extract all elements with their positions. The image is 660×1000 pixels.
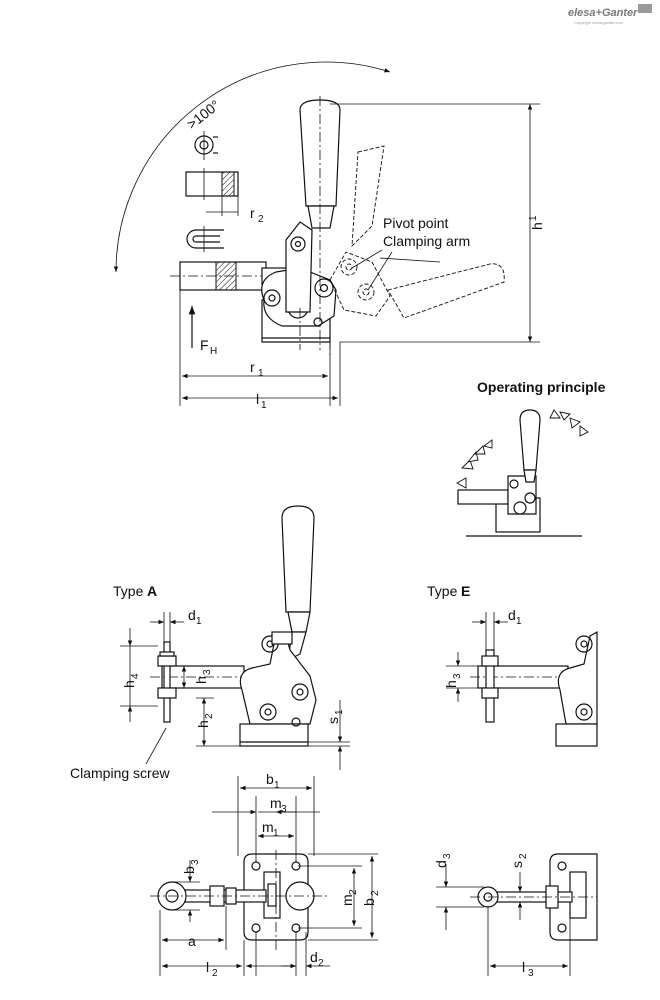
h1-sub: 1 bbox=[528, 215, 539, 221]
type-e-prefix: Type bbox=[427, 583, 458, 599]
type-e-body bbox=[557, 630, 598, 725]
pivot-leader bbox=[351, 249, 383, 269]
swing-angle-arc bbox=[113, 61, 391, 273]
l3-label: l bbox=[522, 959, 525, 975]
s2-label: s bbox=[509, 861, 525, 868]
r1-sub: 1 bbox=[258, 368, 264, 379]
b3-label: b bbox=[181, 866, 197, 874]
clamping-screw-label: Clamping screw bbox=[70, 765, 170, 781]
clamping-screw-leader bbox=[145, 727, 167, 765]
open-position-ghost bbox=[329, 145, 505, 319]
logo-badge bbox=[638, 4, 652, 13]
arm-motion-arrow bbox=[456, 477, 467, 489]
lever-arm bbox=[285, 221, 313, 313]
r2-sub: 2 bbox=[258, 214, 264, 225]
type-e-spindle bbox=[485, 649, 495, 723]
type-a-s1-label: s bbox=[325, 717, 341, 724]
top-side-view: >100° r 2 bbox=[113, 61, 545, 411]
l1-sub: 1 bbox=[261, 400, 267, 411]
bottom-plan-view: b 1 m 3 m 1 b 3 m 2 b 2 a bbox=[150, 771, 381, 979]
d3-label: d bbox=[433, 860, 449, 868]
type-a-letter: A bbox=[147, 583, 157, 599]
body-pivot bbox=[263, 289, 281, 307]
arm-leader bbox=[367, 251, 393, 291]
r1-label: r bbox=[250, 359, 255, 375]
type-e-h3-label: h bbox=[443, 680, 459, 688]
bottom-plan-view-e: d 3 s 2 l 3 bbox=[433, 853, 598, 979]
fh-label: F bbox=[200, 337, 209, 353]
brand-logo: elesa+Ganter Copyright elesa-ganter.com bbox=[568, 4, 652, 25]
type-a-body bbox=[239, 635, 317, 725]
type-a-s1-sub: 1 bbox=[334, 709, 345, 715]
type-e-h3-sub: 3 bbox=[452, 673, 463, 679]
s2-sub: 2 bbox=[518, 853, 529, 859]
m2-sub: 2 bbox=[348, 889, 359, 895]
d2-label: d bbox=[310, 949, 318, 965]
operating-title: Operating principle bbox=[477, 379, 606, 395]
type-a-view: Type A d 1 h 4 bbox=[70, 505, 350, 781]
h1-label: h bbox=[529, 222, 545, 230]
type-e-d1-label: d bbox=[508, 607, 516, 623]
m3-sub: 3 bbox=[281, 804, 287, 815]
op-arm bbox=[457, 489, 509, 505]
l2-sub: 2 bbox=[212, 968, 218, 979]
type-a-prefix: Type bbox=[113, 583, 144, 599]
m2-label: m bbox=[339, 894, 355, 906]
type-a-base bbox=[239, 723, 309, 747]
d2-sub: 2 bbox=[318, 958, 324, 969]
handle-motion-arrow bbox=[549, 409, 561, 419]
b2-label: b bbox=[361, 898, 377, 906]
l2-label: l bbox=[206, 959, 209, 975]
type-e-d1-sub: 1 bbox=[516, 616, 522, 627]
op-handle bbox=[519, 409, 541, 471]
type-e-letter: E bbox=[461, 583, 470, 599]
type-a-h3-label: h bbox=[193, 676, 209, 684]
operating-principle: Operating principle bbox=[456, 379, 606, 537]
type-a-h4-sub: 4 bbox=[130, 673, 141, 679]
slotted-spindle-variant bbox=[186, 229, 224, 249]
b1-sub: 1 bbox=[274, 780, 280, 791]
type-a-handle bbox=[281, 505, 315, 613]
type-a-d1-sub: 1 bbox=[196, 616, 202, 627]
b1-label: b bbox=[266, 771, 274, 787]
type-a-h3-sub: 3 bbox=[202, 669, 213, 675]
d3-sub: 3 bbox=[442, 853, 453, 859]
type-a-h2-label: h bbox=[195, 720, 211, 728]
type-a-h2-sub: 2 bbox=[204, 713, 215, 719]
rear-pivot bbox=[314, 278, 334, 298]
logo-subtext: Copyright elesa-ganter.com bbox=[574, 20, 624, 25]
logo-text: elesa+Ganter bbox=[568, 7, 638, 19]
clamping-arm-label: Clamping arm bbox=[383, 233, 470, 249]
l1-label: l bbox=[256, 391, 259, 407]
a-label: a bbox=[188, 933, 196, 949]
b3-sub: 3 bbox=[190, 859, 201, 865]
type-a-h4-label: h bbox=[121, 680, 137, 688]
type-e-view: Type E d 1 h 3 bbox=[427, 583, 598, 747]
m1-label: m bbox=[262, 819, 274, 835]
fh-sub: H bbox=[210, 346, 217, 357]
r2-label: r bbox=[250, 205, 255, 221]
l3-sub: 3 bbox=[528, 968, 534, 979]
m3-label: m bbox=[270, 795, 282, 811]
pivot-point-label: Pivot point bbox=[383, 215, 448, 231]
clamping-screw bbox=[163, 641, 171, 723]
m1-sub: 1 bbox=[273, 828, 279, 839]
b2-sub: 2 bbox=[370, 890, 381, 896]
type-a-d1-label: d bbox=[188, 607, 196, 623]
